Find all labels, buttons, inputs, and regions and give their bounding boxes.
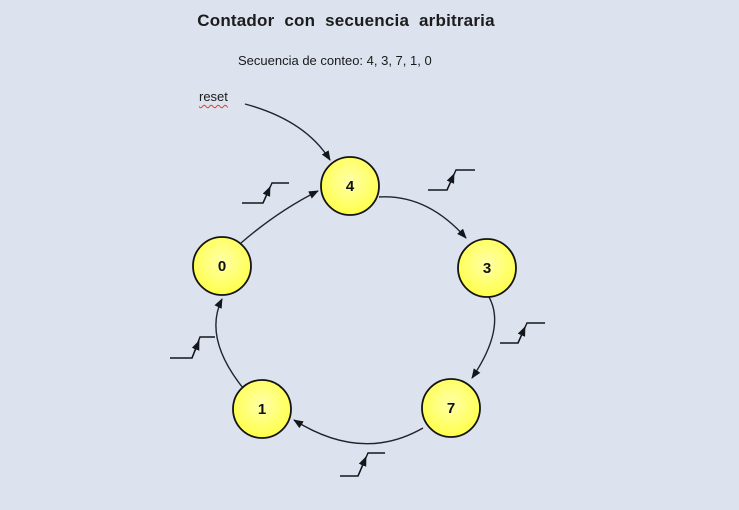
state-label: 3 bbox=[483, 260, 491, 277]
transition-arrow-1-0 bbox=[214, 298, 244, 389]
state-label: 7 bbox=[447, 400, 455, 417]
state-circle-1: 1 bbox=[232, 379, 292, 439]
state-label: 1 bbox=[258, 401, 266, 418]
transition-arrow-4-3 bbox=[378, 196, 467, 239]
state-circle-7: 7 bbox=[421, 378, 481, 438]
clock-edge-icon bbox=[242, 182, 289, 204]
state-circle-4: 4 bbox=[320, 156, 380, 216]
transition-arrow-7-1 bbox=[293, 419, 424, 445]
transition-arrow-3-7 bbox=[471, 296, 496, 379]
reset-label: reset bbox=[199, 89, 228, 104]
clock-edge-icon bbox=[428, 169, 475, 191]
clock-edge-icon bbox=[340, 452, 385, 477]
transition-arrow-0-4 bbox=[240, 190, 319, 244]
slide-title: Contador con secuencia arbitraria bbox=[197, 11, 495, 30]
sequence-subtitle: Secuencia de conteo: 4, 3, 7, 1, 0 bbox=[238, 53, 432, 68]
reset-arrow bbox=[244, 103, 331, 161]
clock-edge-icon bbox=[500, 322, 545, 344]
state-circle-0: 0 bbox=[192, 236, 252, 296]
state-label: 4 bbox=[346, 178, 355, 195]
state-label: 0 bbox=[218, 258, 226, 275]
clock-edge-icon bbox=[170, 336, 215, 359]
state-circle-3: 3 bbox=[457, 238, 517, 298]
